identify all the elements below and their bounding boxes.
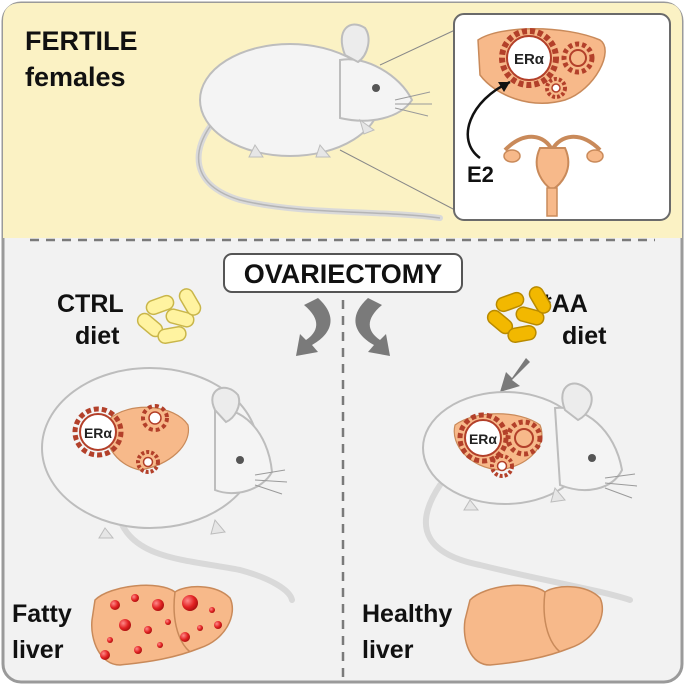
fatty-liver-icon	[91, 584, 234, 666]
fatty-liver-label: liver	[12, 636, 64, 664]
healthy-liver-lobe-line	[543, 591, 561, 653]
fatty-liver-lobe-line	[173, 591, 191, 653]
e2-arrowhead	[498, 82, 510, 92]
left-mouse-eye	[236, 456, 244, 464]
left-mouse-tail	[117, 517, 295, 603]
mouse-ear	[340, 23, 370, 64]
ovariectomy-box	[223, 253, 463, 293]
mouse-paws	[248, 118, 376, 158]
aa-diet-arrow	[500, 358, 530, 392]
left-gear-small-2	[136, 450, 160, 474]
right-down-arrow	[355, 298, 390, 356]
right-mouse-tail	[422, 482, 633, 603]
right-mouse-whiskers	[604, 473, 638, 499]
left-era-label: ERα	[84, 425, 112, 441]
healthy-liver-shape	[463, 584, 604, 666]
ctrl-label: CTRL	[57, 290, 124, 318]
fat-droplets	[100, 594, 222, 660]
right-gear-small-2	[490, 454, 514, 478]
left-diet-label: diet	[75, 322, 120, 350]
mouse-tail-outline	[197, 119, 441, 219]
e2-label: E2	[467, 162, 494, 187]
left-gear-era: ERα	[72, 406, 124, 458]
zoom-line-top	[379, 29, 456, 66]
inset-era-label: ERα	[514, 51, 545, 68]
right-diet-label: diet	[562, 322, 607, 350]
healthy-liver-label: liver	[362, 636, 414, 664]
fertile-title: FERTILE	[25, 26, 138, 56]
mouse-eye	[372, 84, 380, 92]
e2-arrow	[466, 80, 511, 160]
left-gear-small-1	[141, 404, 169, 432]
right-mouse-paws	[463, 486, 566, 511]
zoom-line-bottom	[339, 149, 456, 211]
healthy-label: Healthy	[362, 600, 452, 628]
inset-gear-small-2	[545, 77, 567, 99]
right-gear-small-1	[505, 419, 543, 457]
mouse-whiskers	[394, 91, 432, 117]
fatty-label: Fatty	[12, 600, 72, 628]
left-mouse-whiskers	[254, 469, 288, 495]
fertile-mouse	[195, 23, 443, 221]
left-mouse-ear	[211, 386, 241, 424]
healthy-liver-icon	[463, 584, 604, 666]
left-down-arrow	[296, 298, 331, 356]
inset-gear-era: ERα	[499, 28, 559, 88]
right-mouse-ear	[561, 382, 593, 422]
right-mouse-eye	[588, 454, 596, 462]
uterus-icon	[503, 134, 604, 217]
females-title: females	[25, 62, 126, 92]
ovariectomy-label: OVARIECTOMY	[244, 259, 443, 289]
left-mouse-paws	[98, 518, 226, 539]
right-era-label: ERα	[469, 431, 497, 447]
inset-gear-small-1	[561, 41, 595, 75]
